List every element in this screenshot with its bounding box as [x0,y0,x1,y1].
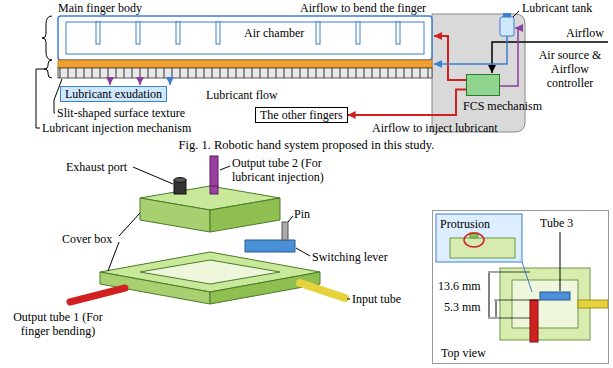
part-label: Air chamber [244,26,304,40]
finger-body [58,16,432,60]
top-view-figure-part [494,300,540,301]
finger-body-part [396,22,400,44]
brackets-part [36,69,44,128]
finger-body-part [66,22,424,54]
lubricant-layer-part [58,68,432,78]
flow-connector [348,89,466,115]
part-label: Main finger body [58,1,142,15]
finger-body-part [216,22,220,44]
flow-lines-part [434,36,507,64]
lubricant-layer [58,60,432,78]
finger-body-part [96,22,100,44]
cover-box-base-part [245,240,295,252]
part-label: Lubricant flow [206,88,278,102]
part-label: Lubricant injection mechanism [42,121,191,135]
node-text: FCS mechanism [463,99,542,113]
finger-body-part [176,22,180,44]
finger-body-part [316,22,320,44]
top-view-figure [436,214,608,342]
leader-lines-part [133,167,173,184]
part-label: Cover box [62,232,112,246]
top-view-figure-part [530,300,538,342]
part-label: Switching lever [312,250,388,264]
top-view-figure-part [489,273,490,317]
part-label: Airflow to bend the finger [300,1,426,15]
leader-lines-part [288,216,293,222]
cover-box-base-part [300,283,345,298]
cover-box-top-part [140,198,210,232]
leader-lines-part [220,166,230,170]
flow-lines-part [139,79,141,85]
part-label: Output tube 2 (For lubricant injection) [232,156,358,184]
cover-box-top-part [210,186,218,194]
leader-lines-part [347,299,350,300]
finger-body-part [356,22,360,44]
flow-lines-part [500,28,518,86]
top-view-figure-part [500,268,590,340]
cover-box-base-part [282,222,288,240]
top-view-figure-part [436,214,522,262]
flow-lines-part [109,79,111,85]
top-view-figure-part [560,232,561,291]
top-view-figure-part [578,300,608,308]
top-view-figure-part [488,318,530,319]
fcs-box: FCS mechanism [466,74,500,96]
part-label: Exhaust port [66,160,127,174]
figure-caption: Fig. 1. Robotic hand system proposed in … [0,138,613,153]
top-view-figure-part [464,233,484,247]
part-label: Protrusion [440,217,490,231]
part-label: Airflow [566,26,604,40]
top-view-figure-part [522,262,532,292]
leader-lines-part [296,248,310,256]
top-view-figure-part [450,238,515,258]
cover-box-base-part [70,288,125,302]
part-label: 13.6 mm [438,279,481,293]
node-text: Top view [441,346,486,360]
node-text: Lubricant exudation [65,87,162,101]
part-label: Output tube 1 (For finger bending) [4,310,112,338]
cover-box-top-part [174,178,186,183]
lubricant-layer-part [58,60,432,68]
flow-lines-part [434,36,466,80]
part-label: Air source & Airflow controller [530,48,610,90]
brackets-part [44,60,52,78]
flow-lines-part [169,79,171,85]
leader-lines [108,166,350,299]
top-view-figure-part [488,272,530,273]
flow-lines [110,28,608,86]
lubricant-tank-part [500,17,514,36]
leader-lines-part [119,213,140,236]
part-label: Tube 3 [540,216,573,230]
finger-body-part [58,16,432,60]
process-box: The other fingers [255,107,348,123]
part-label: Lubricant tank [522,1,592,15]
exudation-box: Lubricant exudation [60,86,167,102]
top-view-figure-part [512,280,578,328]
finger-body-part [136,22,140,44]
lubricant-tank-part [503,13,511,17]
part-label: Slit-shaped surface texture [57,106,185,120]
part-label: Pin [294,207,310,221]
top-view-figure-part [496,301,497,317]
leader-lines-part [108,242,119,271]
lubricant-tank-part [513,11,519,17]
top-view-figure-part [540,292,570,300]
node-text: The other fingers [260,108,343,122]
lubricant-tank [500,11,519,36]
part-label: Input tube [352,292,401,306]
cover-box-base-part [140,260,280,284]
brackets-part [42,16,52,60]
part-label: Airflow to inject lubricant [372,121,498,135]
cover-box-top-part [210,198,280,232]
part-label: 5.3 mm [444,300,481,314]
